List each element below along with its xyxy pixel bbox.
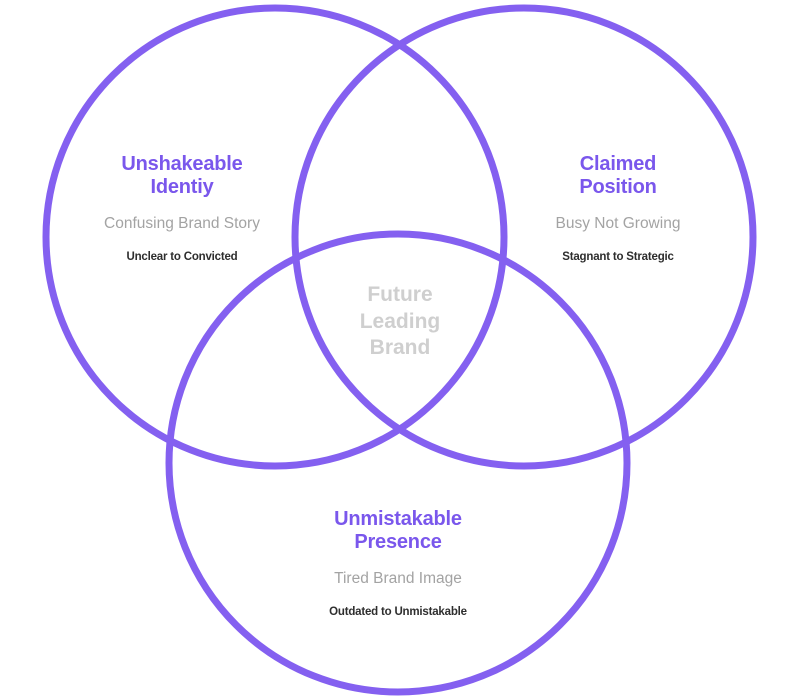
- title-line: Claimed: [579, 153, 657, 175]
- circle-claimed-position: [291, 4, 757, 470]
- center-label-future-leading-brand: Future Leading Brand: [330, 282, 470, 362]
- title-line: Identiy: [150, 176, 214, 198]
- label-group-top-left: Unshakeable Identiy Confusing Brand Stor…: [82, 153, 282, 264]
- label-group-bottom: Unmistakable Presence Tired Brand Image …: [288, 508, 508, 619]
- caption-stagnant-to-strategic: Stagnant to Strategic: [562, 251, 674, 263]
- subtitle-confusing-brand-story: Confusing Brand Story: [104, 215, 260, 232]
- label-group-top-right: Claimed Position Busy Not Growing Stagna…: [518, 153, 718, 264]
- title-unshakeable-identity: Unshakeable Identiy: [82, 153, 282, 199]
- subtitle-busy-not-growing: Busy Not Growing: [555, 215, 681, 232]
- caption-unclear-to-convicted: Unclear to Convicted: [126, 251, 238, 263]
- title-claimed-position: Claimed Position: [518, 153, 718, 199]
- circle-unmistakable-presence: [165, 230, 631, 696]
- subtitle-tired-brand-image: Tired Brand Image: [334, 570, 462, 587]
- title-line: Presence: [354, 531, 442, 553]
- title-line: Unmistakable: [334, 508, 462, 530]
- center-line: Leading: [359, 309, 441, 333]
- title-line: Unshakeable: [121, 153, 243, 175]
- caption-outdated-to-unmistakable: Outdated to Unmistakable: [329, 606, 467, 618]
- circle-unshakeable-identity: [42, 4, 508, 470]
- center-line: Brand: [369, 336, 431, 359]
- center-line: Future: [367, 283, 433, 306]
- title-unmistakable-presence: Unmistakable Presence: [288, 508, 508, 554]
- title-line: Position: [579, 176, 657, 198]
